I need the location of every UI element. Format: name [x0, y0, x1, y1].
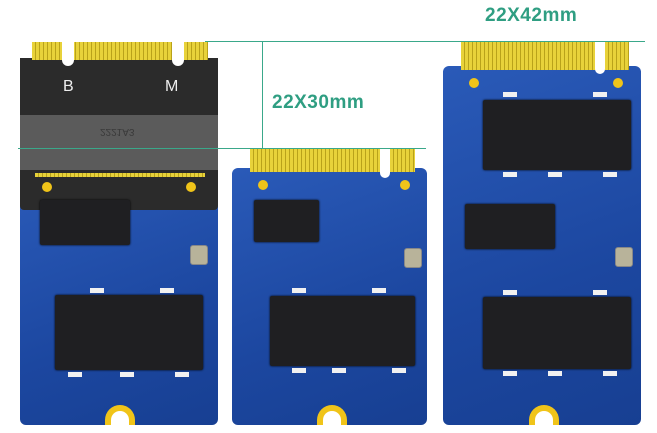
mount-hole — [400, 180, 410, 190]
pad — [503, 371, 517, 376]
pad — [503, 172, 517, 177]
pad — [593, 92, 607, 97]
pad — [603, 172, 617, 177]
pad — [372, 288, 386, 293]
pad — [503, 290, 517, 295]
gold-fingers — [250, 148, 415, 172]
mount-hole — [186, 182, 196, 192]
ssd-with-adapter: B M 2221A3 — [20, 40, 220, 425]
screw-slot — [105, 405, 135, 425]
pad — [503, 92, 517, 97]
inductor — [404, 248, 422, 268]
mount-hole — [469, 78, 479, 88]
size-label-22x30: 22X30mm — [272, 92, 365, 113]
controller-chip — [254, 200, 319, 242]
pad — [548, 172, 562, 177]
controller-chip — [465, 204, 555, 249]
socket-body — [20, 115, 218, 170]
nand-chip — [55, 295, 203, 370]
inductor — [615, 247, 633, 267]
controller-chip — [40, 200, 130, 245]
mount-hole — [42, 182, 52, 192]
ssd-22x30 — [232, 148, 427, 425]
pad — [120, 372, 134, 377]
mount-hole — [613, 78, 623, 88]
part-code: 2221A3 — [100, 126, 135, 137]
nand-chip — [483, 297, 631, 369]
key-notch-b — [62, 40, 74, 66]
pad — [603, 371, 617, 376]
nand-chip — [270, 296, 415, 366]
key-label-b: B — [63, 78, 74, 95]
pad — [292, 288, 306, 293]
pad — [68, 372, 82, 377]
dimension-line-42-top — [205, 41, 645, 42]
pad — [175, 372, 189, 377]
pad — [90, 288, 104, 293]
pad — [292, 368, 306, 373]
inductor — [190, 245, 208, 265]
mount-hole — [258, 180, 268, 190]
pad — [332, 368, 346, 373]
nand-chip — [483, 100, 631, 170]
screw-slot — [317, 405, 347, 425]
pad — [548, 371, 562, 376]
key-notch-m — [172, 40, 184, 66]
key-notch-m — [595, 42, 605, 74]
key-label-m: M — [165, 78, 179, 95]
dimension-line-vertical — [262, 41, 263, 149]
key-notch-m — [380, 148, 390, 178]
screw-slot — [529, 405, 559, 425]
pad — [160, 288, 174, 293]
dimension-line-30-top — [18, 148, 426, 149]
socket-pins — [35, 173, 205, 177]
gold-fingers — [32, 42, 208, 60]
pad — [392, 368, 406, 373]
pad — [593, 290, 607, 295]
size-label-22x42: 22X42mm — [485, 5, 578, 26]
ssd-22x42 — [443, 42, 641, 425]
